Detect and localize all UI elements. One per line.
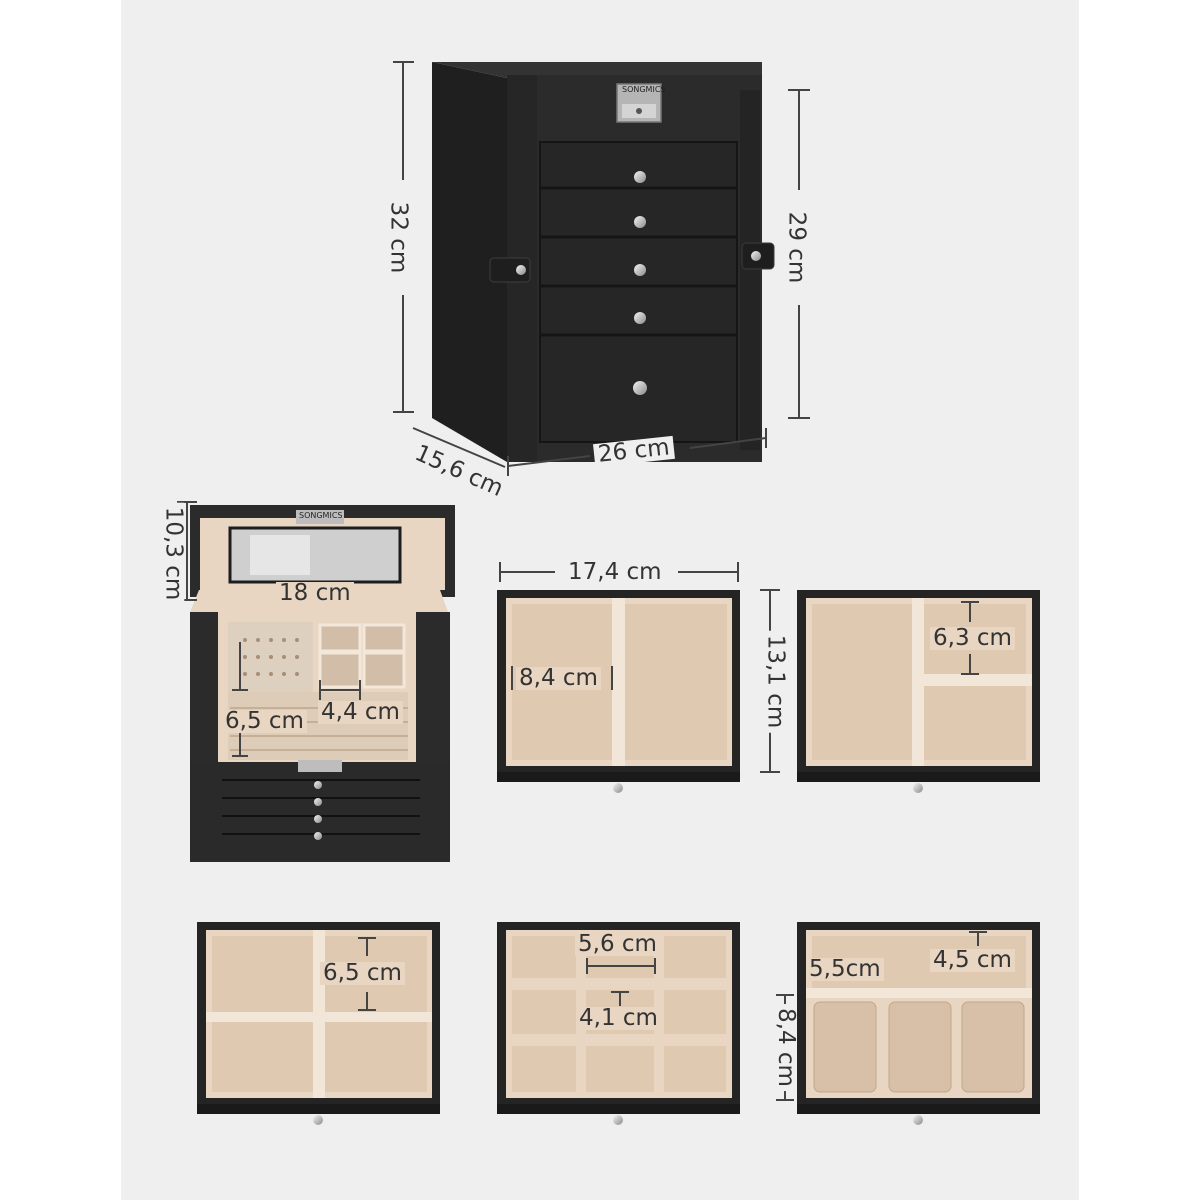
dimension-drawer4-height: 4,1 cm: [576, 1007, 661, 1030]
dimension-drawer1-width: 17,4 cm: [564, 561, 666, 584]
dimension-compartment-small: 4,4 cm: [318, 701, 403, 724]
jewelry-cabinet-closed: [432, 62, 775, 462]
dimension-lid-height: 10,3 cm: [160, 502, 186, 605]
brand-label: SONGMICS: [622, 85, 666, 94]
dimension-drawer1-left: 8,4 cm: [516, 667, 601, 690]
drawer-knob-icon: [633, 171, 647, 395]
dimension-drawer2-compartment: 6,3 cm: [930, 627, 1015, 650]
dimension-lines-drawer1: [499, 562, 780, 773]
dimension-drawer3-compartment: 6,5 cm: [320, 962, 405, 985]
drawer-four-compartment: [197, 922, 440, 1125]
dimension-ring-row-height: 6,5 cm: [222, 710, 307, 733]
dimension-top-width: 18 cm: [276, 582, 354, 605]
dimension-drawer4-width: 5,6 cm: [575, 933, 660, 956]
dimension-lines-main: [393, 61, 810, 476]
drawer-two-compartment: [497, 590, 740, 793]
dimension-drawer5-width: 5,5cm: [806, 958, 884, 981]
drawer-three-compartment: [797, 590, 1040, 793]
jewelry-cabinet-open: [190, 505, 455, 862]
dimension-height-total: 32 cm: [385, 197, 411, 278]
drawer-watch-cushion: [797, 922, 1040, 1125]
dimension-lines-drawer2: [961, 601, 979, 675]
lock-clasp-icon: [616, 83, 662, 123]
watch-pillow-icon: [813, 1001, 1025, 1093]
drawer-nine-compartment: [497, 922, 740, 1125]
dimension-lines-drawer4: [586, 958, 656, 1006]
dimension-drawer1-depth: 13,1 cm: [762, 630, 788, 733]
dimension-height-drawers: 29 cm: [783, 207, 809, 288]
dimension-drawer5-depth: 8,4 cm: [773, 1004, 799, 1091]
dimension-lines-drawer3: [358, 937, 376, 1011]
brand-label-open: SONGMICS: [299, 511, 343, 520]
dimension-drawer5-back: 4,5 cm: [930, 949, 1015, 972]
